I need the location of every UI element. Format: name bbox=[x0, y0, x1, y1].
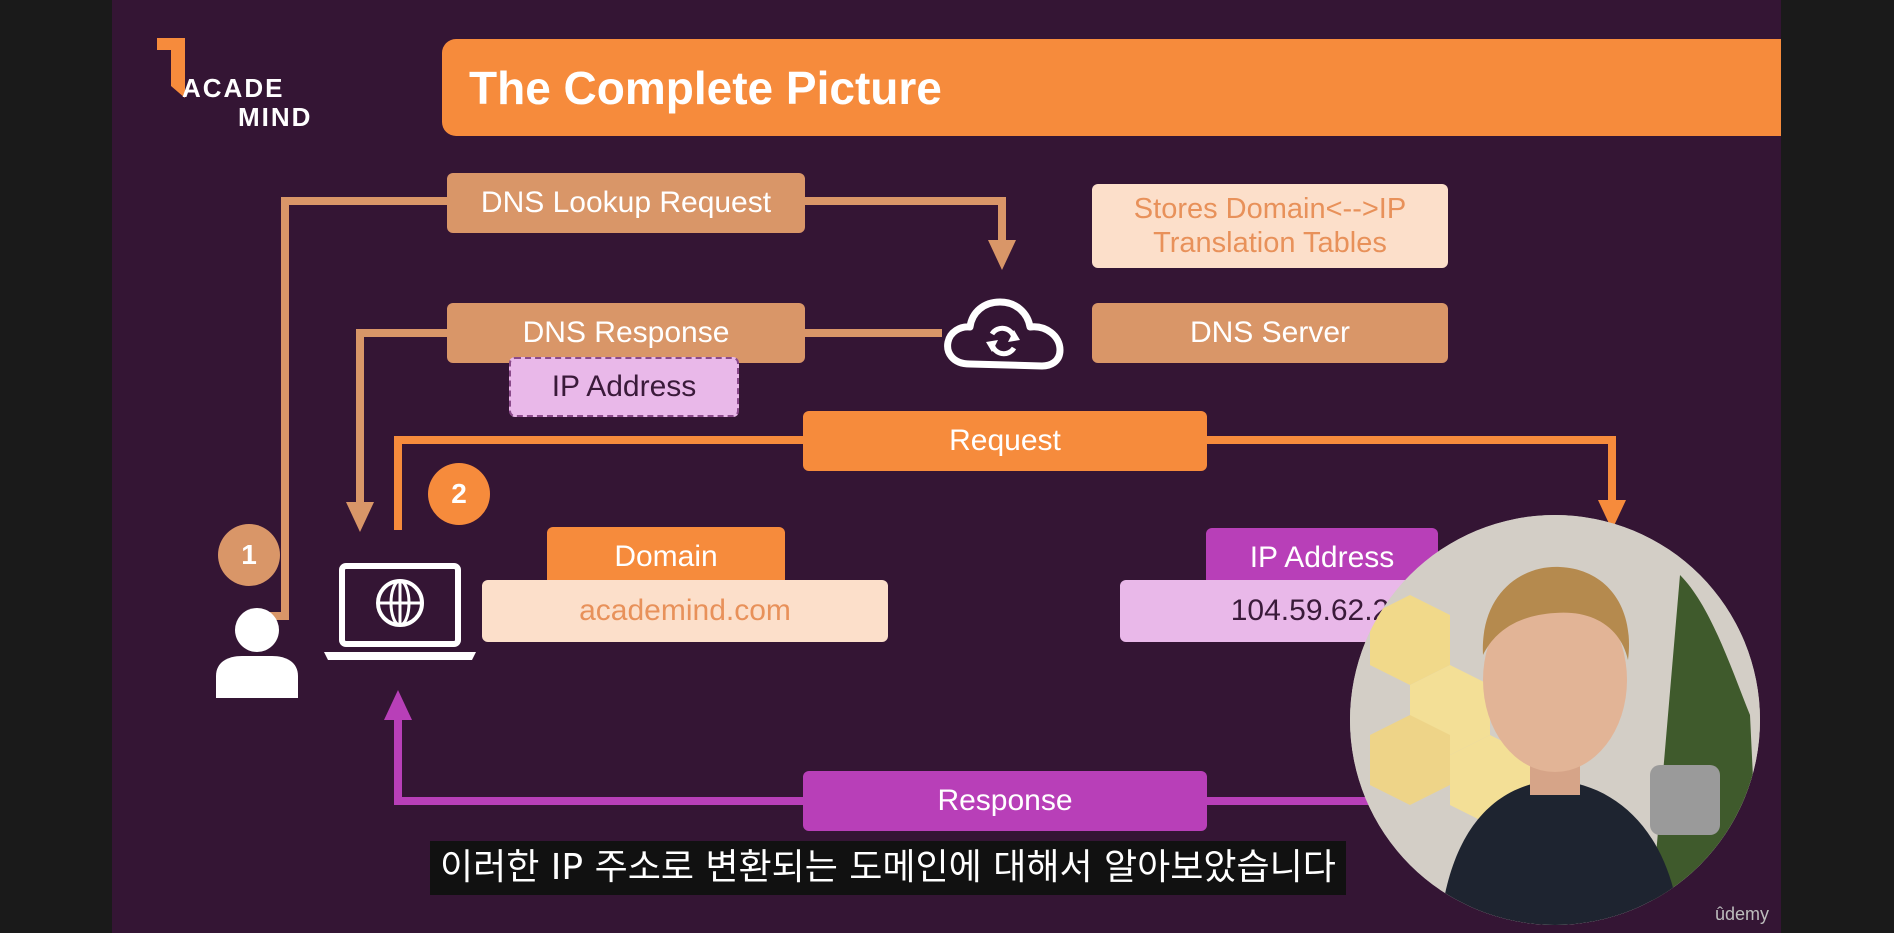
logo-mark bbox=[157, 38, 185, 98]
laptop-globe-icon bbox=[324, 563, 476, 660]
logo-line-2: MIND bbox=[238, 102, 313, 132]
user-icon bbox=[216, 608, 298, 698]
dns-response-label: DNS Response bbox=[447, 303, 805, 363]
request-label: Request bbox=[803, 411, 1207, 471]
connector-lines bbox=[266, 197, 1626, 805]
step-2-badge: 2 bbox=[428, 463, 490, 525]
title-bar: The Complete Picture bbox=[442, 39, 1781, 136]
instructor-webcam bbox=[1350, 515, 1760, 925]
domain-value: academind.com bbox=[482, 580, 888, 642]
dns-server-label: DNS Server bbox=[1092, 303, 1448, 363]
udemy-watermark: ûdemy bbox=[1715, 904, 1770, 924]
step-1-badge: 1 bbox=[218, 524, 280, 586]
domain-label: Domain bbox=[547, 527, 785, 587]
dns-lookup-request-label: DNS Lookup Request bbox=[447, 173, 805, 233]
logo-line-1: ACADE bbox=[182, 73, 285, 103]
response-label: Response bbox=[803, 771, 1207, 831]
page-title: The Complete Picture bbox=[469, 61, 942, 114]
instructor-video-frame bbox=[1350, 515, 1760, 925]
stores-tables-note: Stores Domain<-->IP Translation Tables bbox=[1092, 184, 1448, 268]
subtitle-caption: 이러한 IP 주소로 변환되는 도메인에 대해서 알아보았습니다 bbox=[430, 841, 1346, 895]
ip-address-payload: IP Address bbox=[509, 357, 739, 417]
academind-logo: ACADE MIND bbox=[182, 74, 312, 132]
ip-address-label: IP Address bbox=[1206, 528, 1438, 588]
cloud-sync-icon bbox=[944, 298, 1064, 370]
